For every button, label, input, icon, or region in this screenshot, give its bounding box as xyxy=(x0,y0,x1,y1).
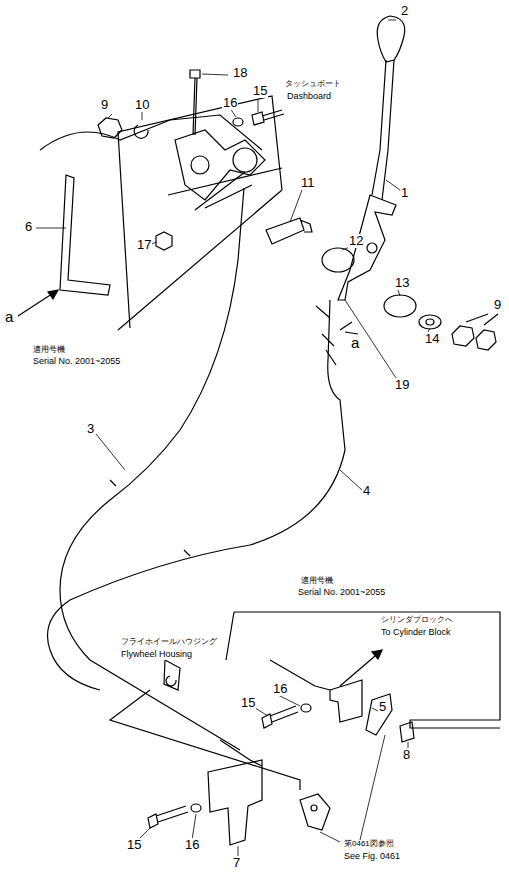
hole xyxy=(367,243,377,253)
lever xyxy=(372,60,394,200)
note-text: 適用号機 xyxy=(32,346,66,355)
housing-detail xyxy=(164,660,180,690)
bolt xyxy=(190,70,200,135)
bracket xyxy=(208,760,262,845)
bracket xyxy=(330,680,362,722)
callout-number: 16 xyxy=(184,838,200,852)
hole xyxy=(311,805,317,811)
note-text: See Fig. 0461 xyxy=(343,852,401,862)
callout-number: 7 xyxy=(232,856,241,870)
note-text: 第0461図参照 xyxy=(343,840,395,849)
callout-number: 17 xyxy=(136,238,152,252)
callout-number: 8 xyxy=(402,748,411,762)
callout-number: 14 xyxy=(424,332,440,346)
stay xyxy=(60,175,110,295)
leader-lines xyxy=(36,20,430,856)
serial-frame xyxy=(226,612,500,728)
note-text: シリンダブロックへ xyxy=(380,616,454,625)
note-text: Serial No. 2001~2055 xyxy=(297,588,386,598)
dashboard-edge xyxy=(40,115,262,150)
washer-hole xyxy=(426,319,434,325)
callout-number: 5 xyxy=(378,700,387,714)
callout-number: 6 xyxy=(24,220,33,234)
arrowhead xyxy=(48,290,58,299)
snap-ring xyxy=(134,125,148,138)
callout-number: 18 xyxy=(232,66,248,80)
callout-number: 12 xyxy=(348,234,364,248)
arrow-a xyxy=(18,290,58,316)
callout-number: 13 xyxy=(394,276,410,290)
note-text: Serial No. 2001~2055 xyxy=(32,357,121,367)
callout-number: 19 xyxy=(394,378,410,392)
flywheel-frame xyxy=(110,690,300,790)
hole xyxy=(191,156,209,174)
nut xyxy=(452,326,496,350)
bolt xyxy=(262,706,298,728)
callout-number: 9 xyxy=(493,298,502,312)
callout-number: 1 xyxy=(400,186,409,200)
nut xyxy=(98,118,122,138)
lever-link xyxy=(300,794,330,830)
arrowhead xyxy=(372,650,382,659)
bolt xyxy=(400,722,414,742)
lever-plate xyxy=(338,195,396,300)
cable-head xyxy=(175,130,265,200)
arrow-a xyxy=(340,322,358,334)
break-mark xyxy=(110,480,190,556)
note-text: フライホイールハウジング xyxy=(120,638,218,647)
note-text: Flywheel Housing xyxy=(120,650,193,660)
note-text: Dashboard xyxy=(286,92,332,102)
callout-number: 2 xyxy=(400,4,409,18)
washer xyxy=(191,804,201,812)
callout-number: 15 xyxy=(252,84,268,98)
callout-number: 9 xyxy=(100,98,109,112)
cable-fitting xyxy=(233,148,257,172)
cable-rod xyxy=(220,740,262,766)
washer xyxy=(419,315,441,329)
callout-number: 4 xyxy=(362,484,371,498)
cable-end xyxy=(316,306,336,365)
washer xyxy=(322,248,354,272)
callout-number: a xyxy=(4,309,14,326)
callout-number: 16 xyxy=(222,96,238,110)
callout-number: 3 xyxy=(86,422,95,436)
washer xyxy=(233,118,243,126)
bolt xyxy=(148,806,188,828)
cable-3 xyxy=(60,188,244,750)
note-text: 適用号機 xyxy=(300,577,334,586)
callout-number: 15 xyxy=(240,696,256,710)
note-text: タッシュボート xyxy=(284,80,342,89)
callout-number: 11 xyxy=(300,176,316,190)
washer xyxy=(384,295,416,317)
lever-link xyxy=(366,694,392,735)
threaded-bolt xyxy=(266,218,312,244)
bolt xyxy=(252,110,284,125)
callout-number: 10 xyxy=(134,98,150,112)
callout-number: 16 xyxy=(272,682,288,696)
knob xyxy=(377,16,405,62)
note-text: To Cylinder Block xyxy=(380,628,452,638)
callout-number: a xyxy=(350,335,360,352)
leader xyxy=(466,314,498,325)
callout-number: 15 xyxy=(126,838,142,852)
nut xyxy=(156,232,172,250)
washer xyxy=(301,704,311,712)
